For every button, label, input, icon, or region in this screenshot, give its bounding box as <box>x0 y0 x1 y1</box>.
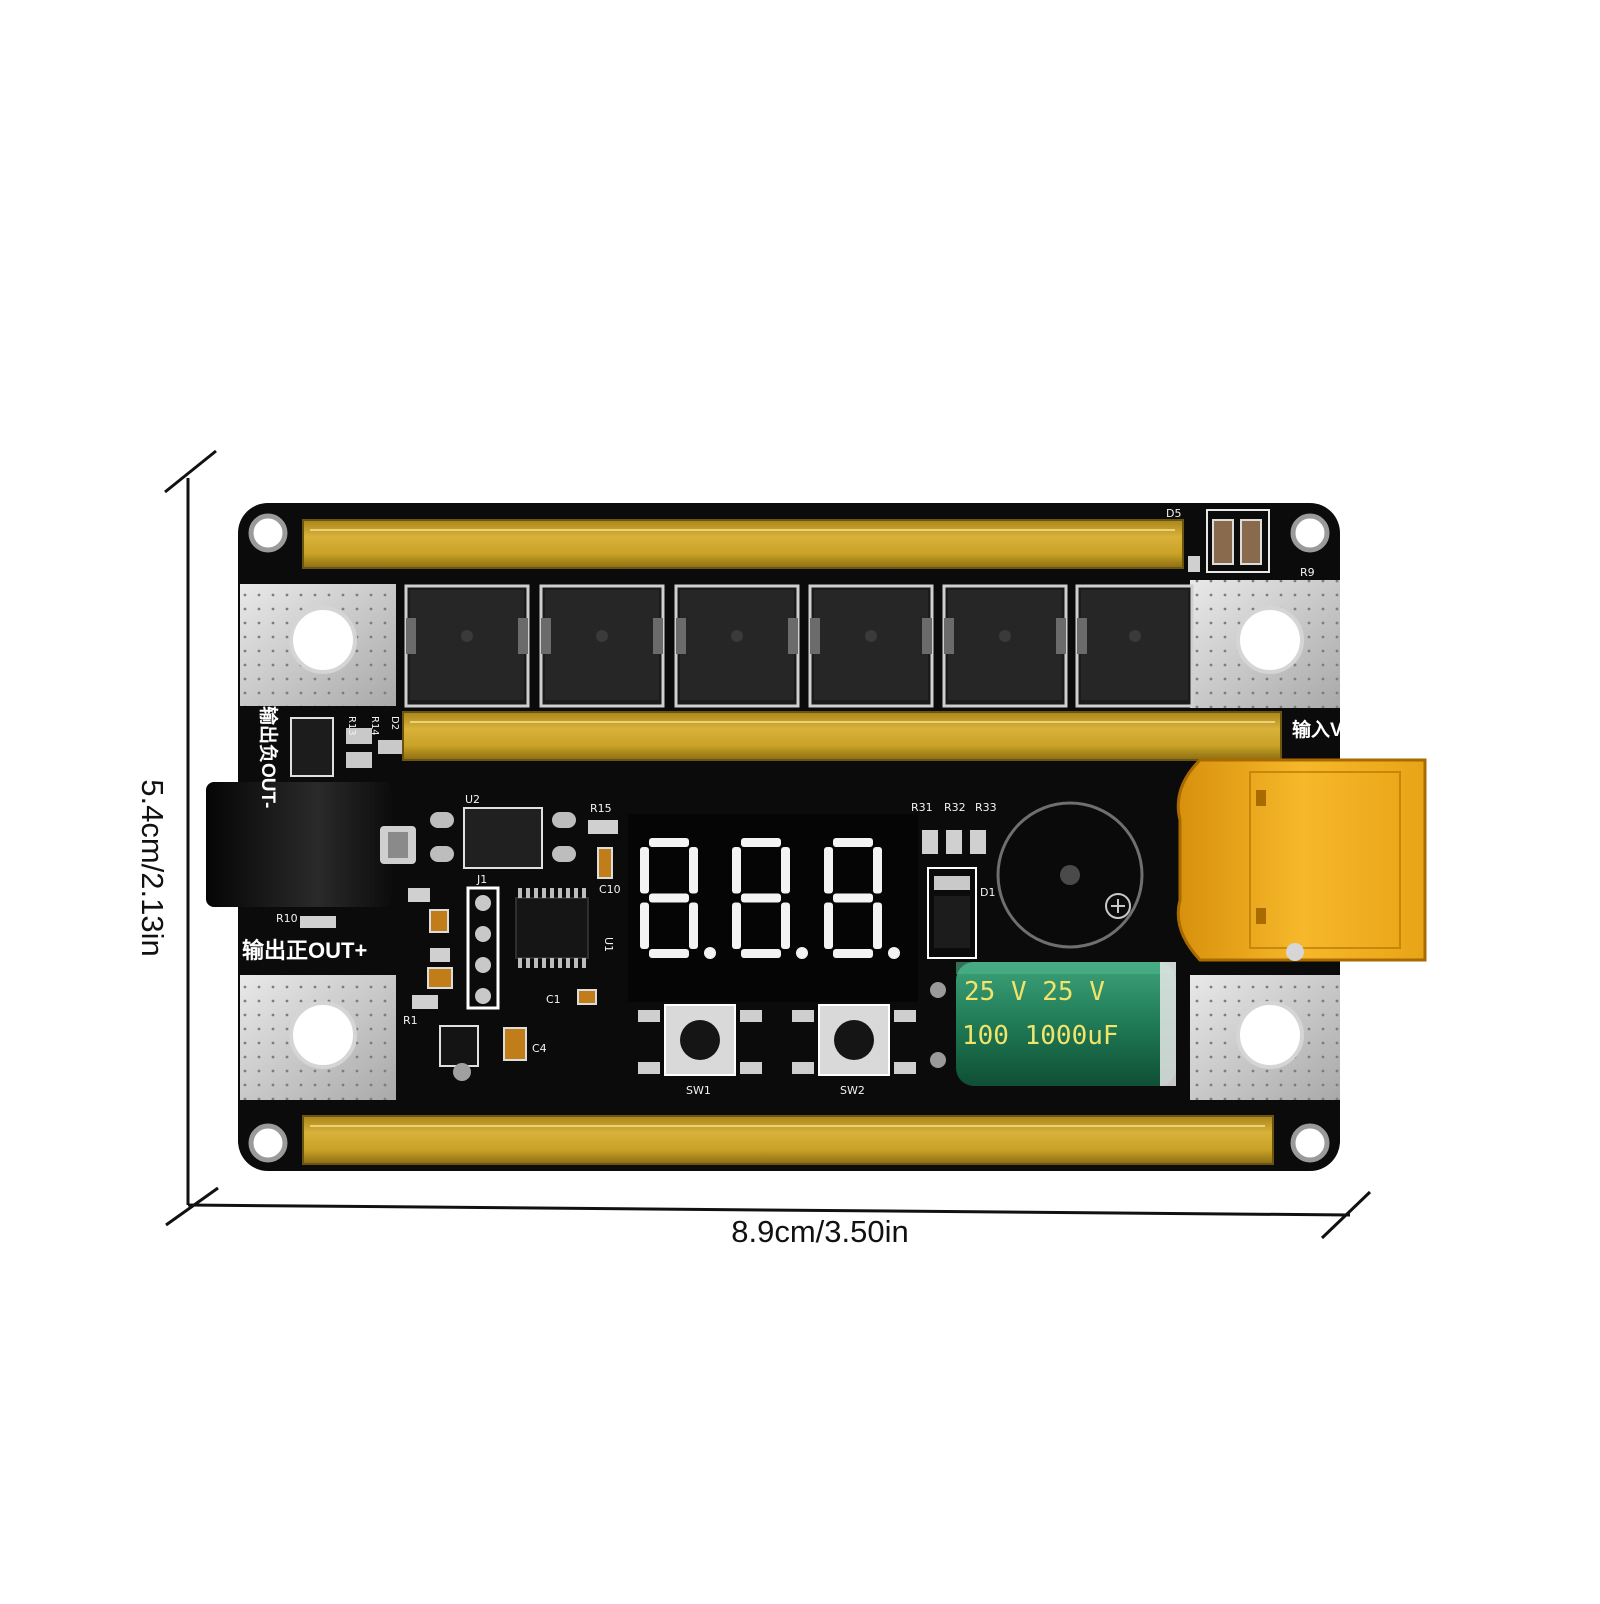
label-r9: R9 <box>1300 566 1315 579</box>
digit-1-segment-3 <box>689 902 698 949</box>
label-r10: R10 <box>276 912 298 925</box>
electrolytic-capacitor <box>956 962 1176 1086</box>
display-digits <box>640 838 900 959</box>
label-c10: C10 <box>599 883 621 896</box>
mosfet-5 <box>942 584 1068 708</box>
label-d1: D1 <box>980 886 995 899</box>
label-d5: D5 <box>1166 507 1181 520</box>
buzzer <box>996 801 1144 949</box>
mosfet-2 <box>539 584 665 708</box>
digit-2-segment-6 <box>732 847 741 894</box>
sw2-button <box>792 1004 916 1076</box>
digit-3-decimal-point <box>888 947 900 959</box>
digit-3-segment-5 <box>824 902 833 949</box>
label-r13: R13 <box>346 716 357 736</box>
mounting-hole-icon <box>248 513 1330 1163</box>
smd-d5-r9 <box>1188 509 1270 573</box>
label-out-plus: 输出正OUT+ <box>242 938 367 963</box>
digit-2-segment-5 <box>732 902 741 949</box>
digit-1-segment-5 <box>640 902 649 949</box>
digit-2-segment-4 <box>741 949 781 958</box>
silkscreen-text: U2 R15 C10 J1 U1 C1 C4 R1 R10 R13 R14 D2… <box>242 507 1368 1097</box>
label-r33: R33 <box>975 801 997 814</box>
left-components <box>290 717 618 1081</box>
gold-bus-bars <box>302 519 1282 1165</box>
digit-2-segment-3 <box>781 902 790 949</box>
label-out-minus: 输出负OUT- <box>257 706 280 808</box>
digit-1-segment-4 <box>649 949 689 958</box>
width-dimension-label: 8.9cm/3.50in <box>731 1214 909 1249</box>
label-r31: R31 <box>911 801 933 814</box>
digit-3-segment-3 <box>873 902 882 949</box>
digit-3-segment-2 <box>873 847 882 894</box>
mosfet-4 <box>808 584 934 708</box>
dc-jack <box>206 782 416 907</box>
pcb-board <box>206 503 1427 1171</box>
label-r32: R32 <box>944 801 966 814</box>
digit-1-decimal-point <box>704 947 716 959</box>
label-c4: C4 <box>532 1042 547 1055</box>
label-sw1: SW1 <box>686 1084 711 1097</box>
height-dimension-label: 5.4cm/2.13in <box>135 779 170 957</box>
sw1-button <box>638 1004 762 1076</box>
electrode-pads <box>240 580 1340 1100</box>
digit-3-segment-4 <box>833 949 873 958</box>
capacitor-rating-line1: 25 V 25 V <box>964 977 1105 1007</box>
mosfet-1 <box>404 584 530 708</box>
label-sw2: SW2 <box>840 1084 865 1097</box>
digit-1-segment-1 <box>649 838 689 847</box>
capacitor-rating-line2: 100 1000uF <box>962 1021 1119 1051</box>
label-u1: U1 <box>602 937 615 952</box>
digit-2-segment-1 <box>741 838 781 847</box>
label-vin-minus: 输入VIN- <box>1292 718 1368 741</box>
digit-1-segment-6 <box>640 847 649 894</box>
right-middle-components <box>922 830 986 1068</box>
digit-3-segment-7 <box>833 893 873 903</box>
digit-3-segment-1 <box>833 838 873 847</box>
seven-segment-display <box>628 814 918 1002</box>
label-u2: U2 <box>465 793 480 806</box>
mosfet-row <box>404 584 1194 708</box>
label-r15: R15 <box>590 802 612 815</box>
digit-1-segment-2 <box>689 847 698 894</box>
digit-1-segment-7 <box>649 893 689 903</box>
label-j1: J1 <box>476 873 487 886</box>
dimension-lines <box>164 449 1372 1240</box>
xt60-connector <box>1176 758 1427 962</box>
mosfet-3 <box>674 584 800 708</box>
digit-2-decimal-point <box>796 947 808 959</box>
digit-2-segment-7 <box>741 893 781 903</box>
mosfet-6 <box>1075 584 1194 708</box>
label-d2: D2 <box>389 716 400 730</box>
digit-3-segment-6 <box>824 847 833 894</box>
label-r1: R1 <box>403 1014 418 1027</box>
label-c1: C1 <box>546 993 561 1006</box>
digit-2-segment-2 <box>781 847 790 894</box>
label-r14: R14 <box>369 716 380 736</box>
